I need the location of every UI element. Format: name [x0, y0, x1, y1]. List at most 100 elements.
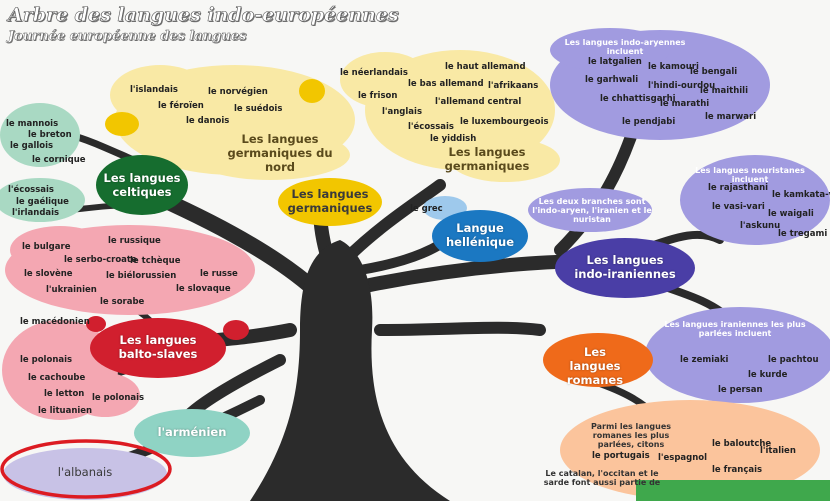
language-label: l'afrikaans	[488, 81, 539, 91]
language-label: le maithili	[700, 86, 748, 96]
language-label: le breton	[28, 130, 72, 140]
balto-slavic-cloud	[5, 225, 255, 315]
language-label: le yiddish	[430, 134, 477, 144]
language-label: le serbo-croate	[64, 255, 137, 265]
group-label-line: Les langues	[448, 145, 526, 159]
language-label: le letton	[44, 389, 85, 399]
group-label-line: Les	[584, 345, 606, 359]
language-label: le polonais	[92, 393, 145, 403]
group-label-line: langues romanes	[566, 358, 624, 387]
germanic-node	[278, 178, 382, 226]
group-label-line: germaniques	[444, 158, 530, 173]
group-label-armenian: l'arménien	[157, 425, 227, 439]
group-label-line: germaniques	[287, 200, 373, 215]
language-label: le féroïen	[158, 101, 204, 111]
language-label: le néerlandais	[340, 68, 408, 78]
language-label: le vasi-vari	[712, 202, 765, 212]
balto-slavic-cloud-lower	[2, 320, 140, 420]
language-label: le kurde	[748, 370, 788, 380]
language-label: le frison	[358, 91, 398, 101]
group-label-germanic-node: Les langues germaniques	[285, 187, 375, 216]
language-label: le danois	[186, 116, 230, 126]
language-label: l'irlandais	[12, 208, 60, 218]
indo-iranian-cloud-right	[680, 155, 830, 245]
language-label: le tregami	[778, 229, 828, 239]
indo-iranian-cloud-mid	[528, 188, 652, 232]
yellow-bud	[299, 79, 325, 103]
group-label-line: Les langues	[586, 253, 664, 267]
indo-iranian-node	[555, 238, 695, 298]
language-label: l'hindi-ourdou	[648, 81, 716, 91]
language-label: le polonais	[20, 355, 73, 365]
group-label-germanic-north: Les langues germaniques du nord	[215, 132, 345, 174]
group-label-line: Les langues	[241, 132, 319, 146]
language-label: le russe	[200, 269, 238, 279]
group-label-line: Les langues	[291, 187, 369, 201]
albanian-node	[3, 448, 167, 500]
celtic-cloud	[0, 103, 85, 222]
language-label: le suédois	[234, 104, 283, 114]
group-label-line: Langue	[456, 221, 504, 235]
language-label: le bas allemand	[408, 79, 484, 89]
page-title: Arbre des langues indo-européennes	[8, 4, 399, 27]
intro-indo-iranian-bottom: Les langues iraniennes les plus parlées …	[664, 320, 806, 339]
language-label: le gaélique	[16, 197, 69, 207]
group-label-germanic: Les langues germaniques	[432, 145, 542, 174]
group-label-line: germaniques du nord	[227, 145, 333, 174]
language-label: le kamouri	[648, 62, 699, 72]
germanic-north-cloud	[110, 65, 355, 180]
language-label: le slovaque	[176, 284, 231, 294]
intro-indo-iranian-top: Les langues indo-aryennes incluent	[564, 38, 686, 57]
page-subtitle: Journée européenne des langues	[8, 29, 247, 44]
group-label-line: balto-slaves	[118, 346, 198, 361]
language-label: le grec	[410, 204, 443, 214]
group-label-celtic: Les langues celtiques	[100, 171, 184, 200]
language-label: le bengali	[690, 67, 738, 77]
celtic-node	[96, 155, 188, 215]
language-label: le mannois	[6, 119, 59, 129]
group-label-line: hellénique	[445, 234, 515, 249]
intro-indo-iranian-right: Les langues nouristanes incluent	[695, 166, 805, 185]
language-label: l'islandais	[130, 85, 178, 95]
group-label-line: Les langues	[119, 333, 197, 347]
language-label: le cachoube	[28, 373, 86, 383]
language-label: le slovène	[24, 269, 73, 279]
language-label: le baloutche	[712, 439, 772, 449]
language-label: le cornique	[32, 155, 86, 165]
language-label: l'espagnol	[658, 453, 708, 463]
language-label: l'italien	[760, 446, 796, 456]
language-label: le portugais	[592, 451, 650, 461]
balto-slavic-node	[86, 316, 249, 378]
language-label: le persan	[718, 385, 763, 395]
language-label: le lituanien	[38, 406, 93, 416]
group-label-balto-slavic: Les langues balto-slaves	[108, 333, 208, 362]
language-label: le marwari	[705, 112, 757, 122]
language-label: le norvégien	[208, 87, 268, 97]
language-label: l'allemand central	[435, 97, 522, 107]
language-label: le latgalien	[588, 57, 642, 67]
group-label-line: indo-iraniennes	[574, 266, 676, 281]
language-label: l'écossais	[8, 185, 54, 195]
group-label-line: Les langues	[103, 171, 181, 185]
tree-trunk	[250, 240, 450, 501]
romance-cloud	[560, 400, 820, 500]
language-label: le russique	[108, 236, 161, 246]
group-label-albanian: l'albanais	[57, 465, 113, 479]
language-label: le haut allemand	[445, 62, 526, 72]
language-label: le biélorussien	[106, 271, 177, 281]
language-label: le chhattisgarhi	[600, 94, 676, 104]
language-label: le rajasthani	[708, 183, 769, 193]
romance-node	[543, 333, 653, 387]
language-label: le garhwali	[585, 75, 639, 85]
language-label: le tchèque	[130, 256, 181, 266]
armenian-node	[134, 409, 250, 457]
group-label-romance: Les langues romanes	[540, 345, 650, 387]
group-label-indo-iranian: Les langues indo-iraniennes	[565, 253, 685, 282]
language-label: l'anglais	[382, 107, 423, 117]
language-label: l'askunu	[740, 221, 781, 231]
intro-romance: Parmi les langues romanes les plus parlé…	[590, 422, 671, 450]
language-label: le marathi	[660, 99, 710, 109]
indo-iranian-cloud-top	[550, 28, 770, 140]
